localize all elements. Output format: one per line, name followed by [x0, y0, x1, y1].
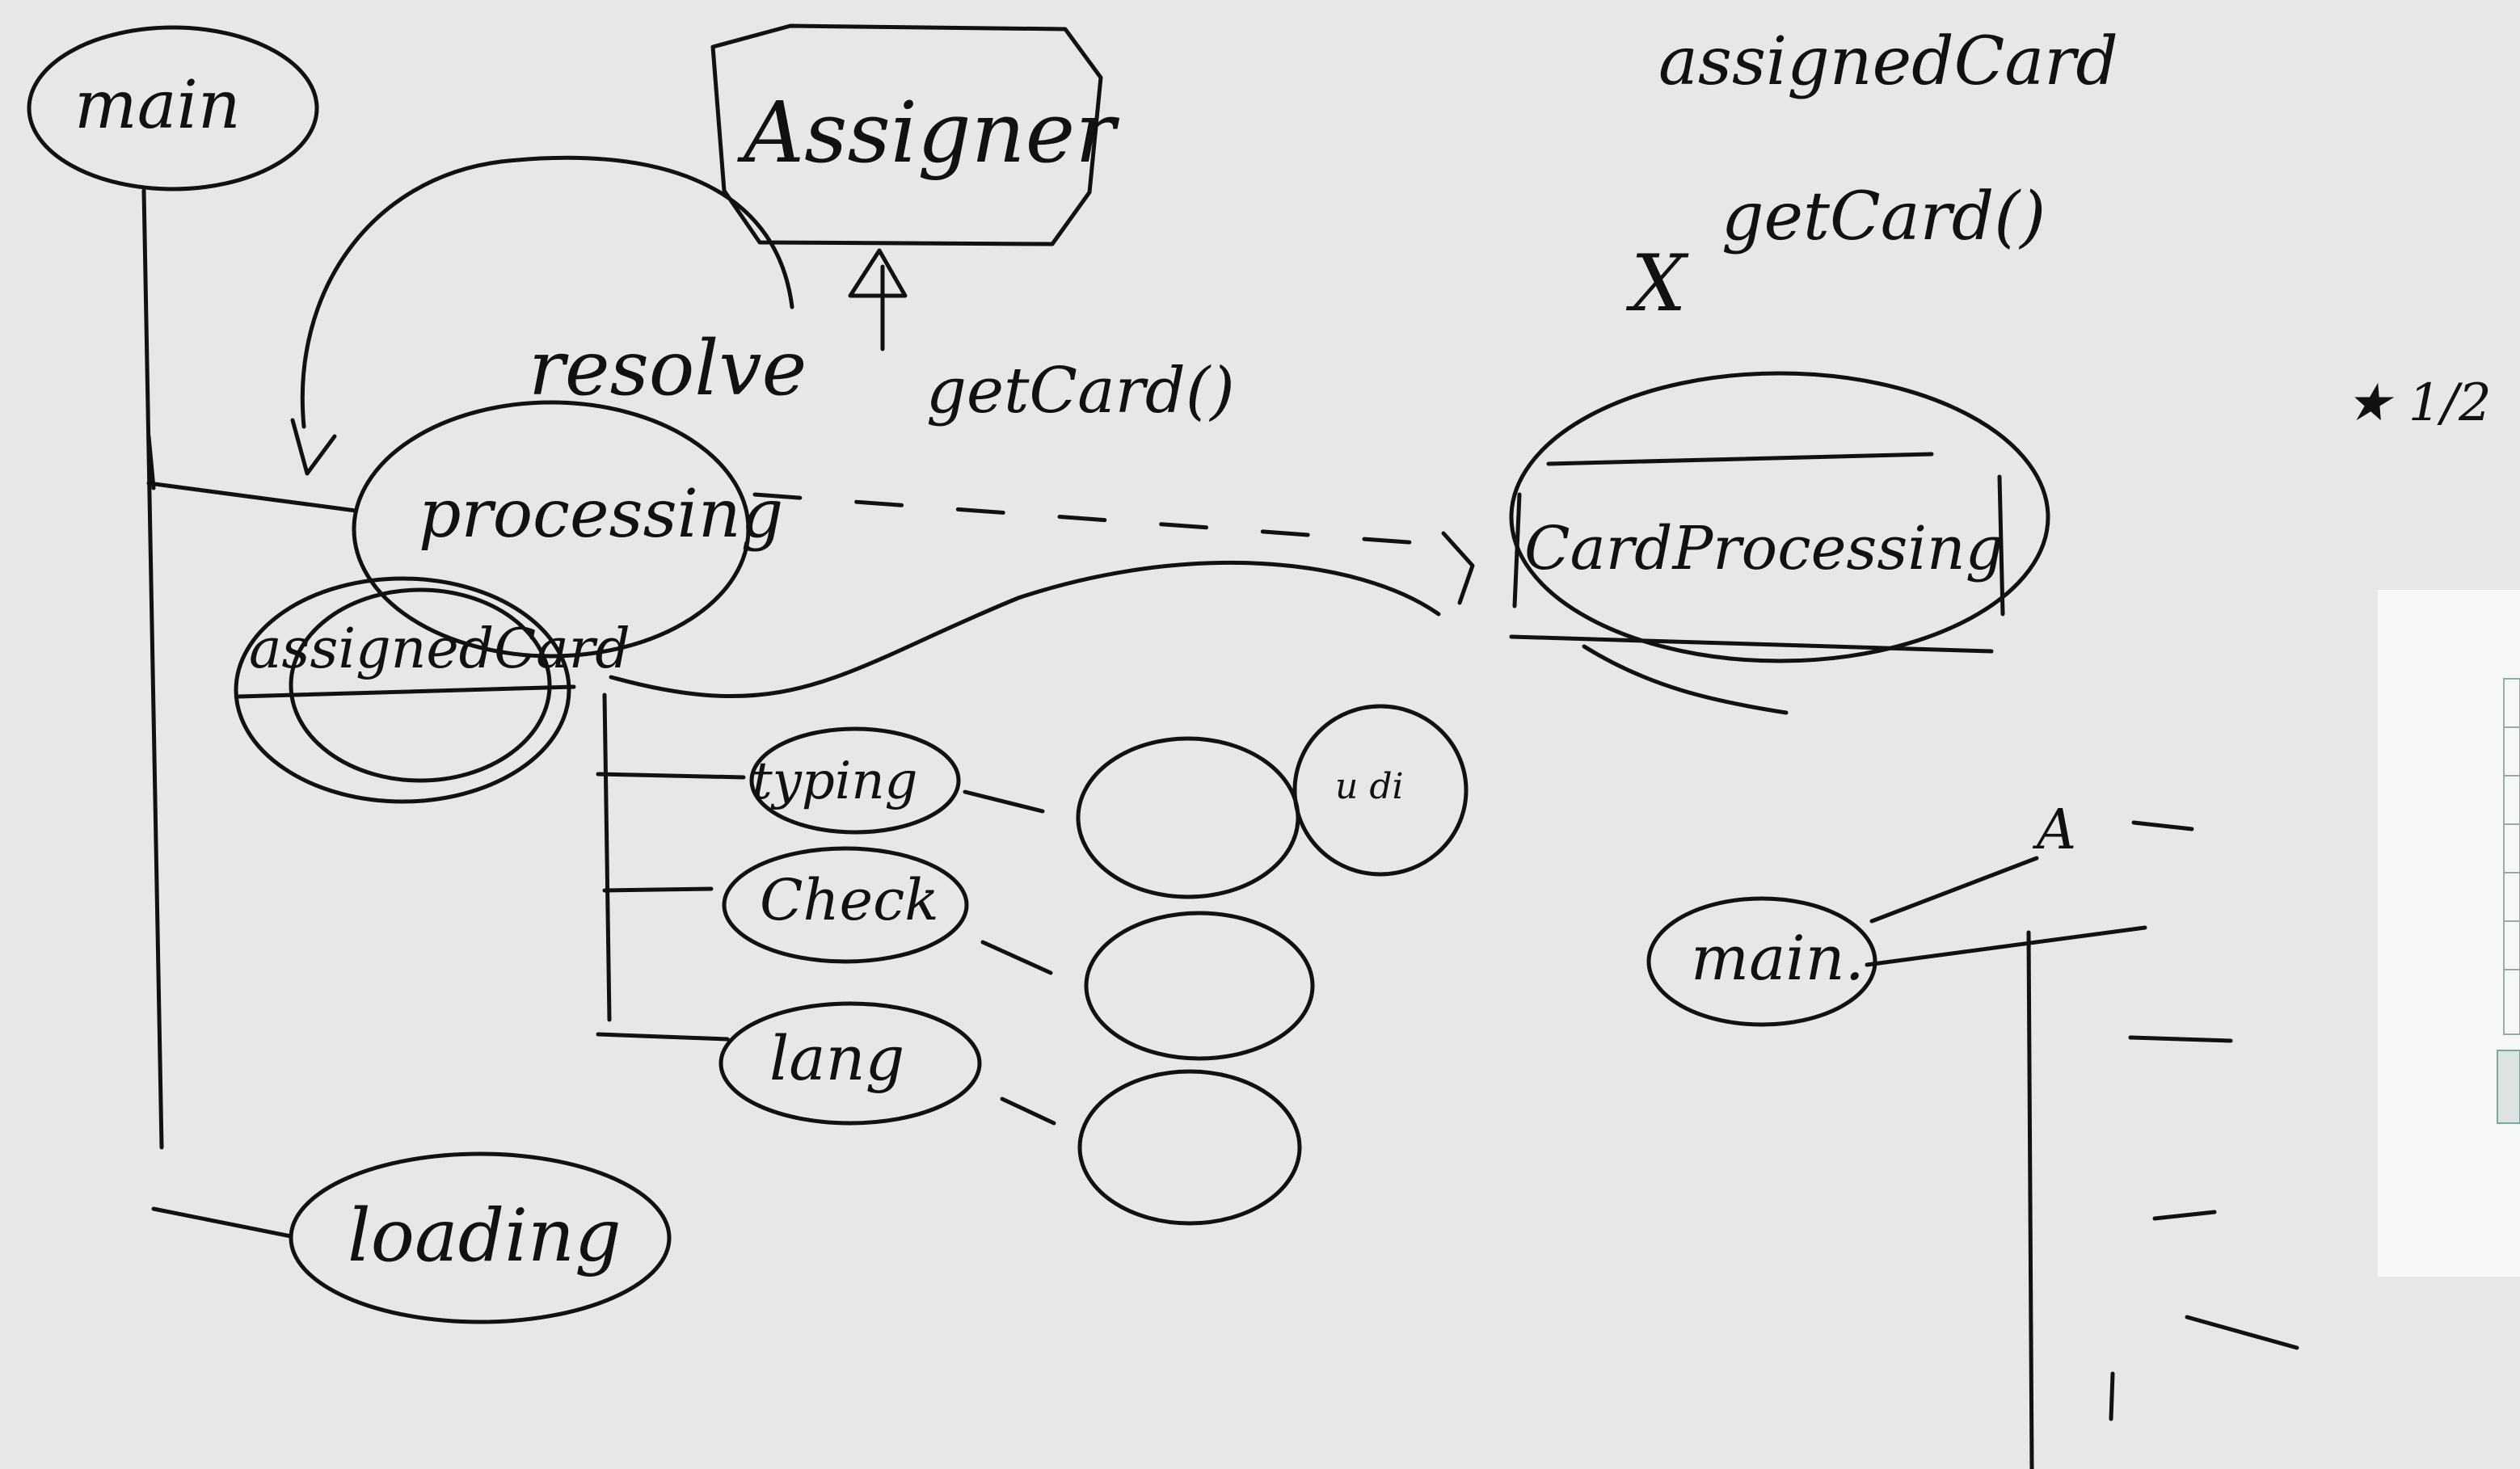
assigned-card-node — [234, 576, 571, 804]
cardprocessing-tail — [1582, 644, 1789, 715]
main-left-trunk — [141, 188, 164, 1150]
check-connector — [980, 940, 1053, 975]
right-dash — [2185, 1315, 2299, 1350]
resolve-arrow — [300, 155, 794, 429]
main-right-trunk — [2026, 930, 2034, 1469]
main-right-node — [1646, 896, 1877, 1027]
main-branch-line — [146, 481, 358, 513]
check-node — [722, 846, 969, 964]
right-dash — [2131, 820, 2194, 831]
typing-label: typing — [752, 751, 918, 811]
lang-node — [718, 1001, 982, 1126]
cardprocessing-label: CardProcessing — [1524, 514, 2004, 583]
main-right-label: main. — [1691, 922, 1865, 994]
lang-child-node — [1077, 1069, 1302, 1226]
paper-grid — [2503, 678, 2520, 1035]
cardprocessing-box-top — [1546, 452, 1934, 466]
processing-label: processing — [419, 476, 783, 553]
tree-branch-typing — [596, 772, 746, 780]
assigned-card-tree-trunk — [602, 692, 612, 1022]
main-branch-tick — [146, 434, 156, 490]
check-child-node — [1084, 911, 1315, 1061]
paper-sheet — [2378, 590, 2520, 1277]
lang-connector — [1000, 1096, 1056, 1126]
attached-paper — [2378, 590, 2520, 1277]
loading-label: loading — [348, 1193, 622, 1278]
assigned-card-underline — [237, 684, 576, 699]
main-branch-line — [151, 1206, 293, 1239]
cardprocessing-box-bottom — [1509, 634, 1994, 654]
assigned-card-label: assignedCard — [249, 617, 630, 681]
main-right-branch — [1865, 925, 2147, 967]
cardprocessing-node — [1509, 371, 2050, 663]
a-mark: A — [2032, 798, 2076, 862]
assigner-label: Assigner — [737, 83, 1119, 182]
main-left-label: main — [74, 67, 241, 144]
dashed-arrowhead — [1441, 531, 1475, 605]
x-mark: X — [1625, 238, 1689, 329]
getcard-top-label: getCard() — [1721, 179, 2046, 255]
typing-connector — [963, 789, 1045, 814]
cardprocessing-box-left — [1512, 492, 1522, 608]
lang-label: lang — [769, 1022, 904, 1094]
getcard-arrowhead — [848, 248, 908, 298]
assigned-card-to-cardprocessing-arrow — [609, 560, 1441, 698]
main-right-branch-upper — [1869, 856, 2039, 924]
main-left-node — [27, 25, 319, 192]
cardprocessing-box-right — [1997, 474, 2005, 617]
right-dash — [2109, 1371, 2115, 1421]
right-dash — [2152, 1210, 2217, 1221]
check-label: Check — [760, 867, 939, 933]
processing-to-cardprocessing-arrow — [752, 492, 1465, 549]
small-node — [1292, 704, 1469, 877]
typing-node — [749, 726, 961, 835]
small-node-label: u di — [1335, 766, 1404, 807]
fraction-mark: ★ 1/2 — [2345, 373, 2492, 433]
loading-node — [289, 1151, 672, 1324]
assigned-card-node-outline — [289, 587, 552, 783]
right-dash — [2128, 1035, 2233, 1043]
paper-table — [2497, 1050, 2520, 1124]
resolve-label: resolve — [529, 325, 807, 413]
assigner-node — [710, 23, 1103, 246]
getcard-label: getCard() — [926, 355, 1235, 427]
tree-branch-check — [602, 886, 714, 893]
resolve-arrowhead — [290, 418, 337, 476]
processing-node — [352, 400, 751, 659]
assigned-card-top-label: assignedCard — [1658, 23, 2118, 100]
tree-branch-lang — [596, 1032, 730, 1042]
